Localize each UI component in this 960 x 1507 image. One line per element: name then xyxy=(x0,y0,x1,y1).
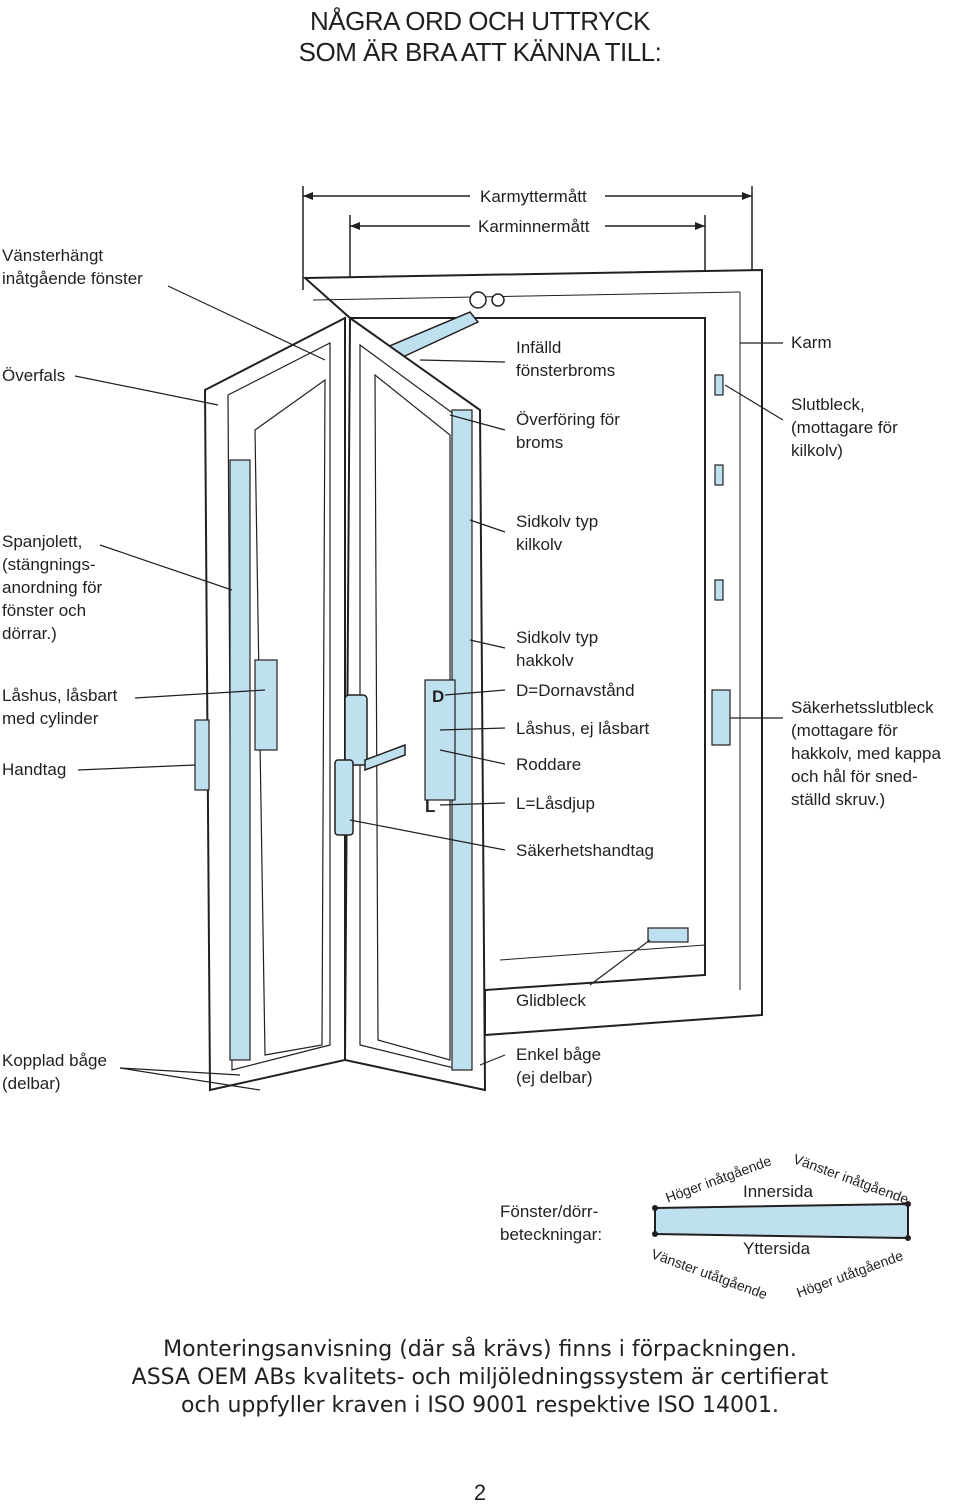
handle xyxy=(334,694,406,836)
label-spanjolett-2: (stängnings- xyxy=(2,555,96,574)
label-kopplad-2: (delbar) xyxy=(2,1074,61,1093)
label-vansterhangt-1: Vänsterhängt xyxy=(2,246,104,265)
legend-heading-1: Fönster/dörr- xyxy=(500,1202,599,1221)
window-diagram xyxy=(74,186,784,1092)
label-sakerhetsslutbleck-1: Säkerhetsslutbleck xyxy=(791,698,934,717)
label-kopplad-1: Kopplad båge xyxy=(2,1051,107,1070)
label-sidkolv-kil-1: Sidkolv typ xyxy=(516,512,599,531)
label-roddare: Roddare xyxy=(516,755,582,774)
label-karminnermatt: Karminnermått xyxy=(478,217,590,236)
label-karm: Karm xyxy=(791,333,832,352)
label-sakerhetsslutbleck-3: hakkolv, med kappa xyxy=(791,744,941,763)
page-title-line-2: SOM ÄR BRA ATT KÄNNA TILL: xyxy=(298,37,662,67)
label-lashus-ej: Låshus, ej låsbart xyxy=(516,719,650,738)
letter-d: D xyxy=(432,687,445,706)
label-spanjolett-3: anordning för xyxy=(2,578,103,597)
label-vansterhangt-2: inåtgående fönster xyxy=(2,269,143,288)
label-enkel-2: (ej delbar) xyxy=(516,1068,593,1087)
left-sash xyxy=(194,316,346,1092)
footer-line-1: Monteringsanvisning (där så krävs) finns… xyxy=(163,1337,797,1362)
right-sash xyxy=(343,316,487,1092)
label-spanjolett-4: fönster och xyxy=(2,601,87,620)
label-dornavstand: D=Dornavstånd xyxy=(516,681,635,700)
label-slutbleck-1: Slutbleck, xyxy=(791,395,865,414)
leader-lines xyxy=(74,285,784,1091)
label-sidkolv-hak-1: Sidkolv typ xyxy=(516,628,599,647)
label-sakerhetsslutbleck-4: och hål för sned- xyxy=(791,767,918,786)
label-sakerhetshandtag: Säkerhetshandtag xyxy=(516,841,654,860)
legend-bar xyxy=(652,1201,911,1241)
page-number: 2 xyxy=(473,1480,487,1505)
label-infalld-2: fönsterbroms xyxy=(516,361,616,380)
label-sakerhetsslutbleck-5: ställd skruv.) xyxy=(791,790,886,809)
legend-hoger-utat: Höger utåtgående xyxy=(794,1247,906,1301)
label-lashus-lasbart-1: Låshus, låsbart xyxy=(2,686,118,705)
label-infalld-1: Infälld xyxy=(516,338,562,357)
legend-heading-2: beteckningar: xyxy=(500,1225,603,1244)
label-spanjolett-1: Spanjolett, xyxy=(2,532,83,551)
label-lasdjup: L=Låsdjup xyxy=(516,794,595,813)
footer-line-2: ASSA OEM ABs kvalitets- och miljöledning… xyxy=(131,1365,829,1390)
label-slutbleck-2: (mottagare för xyxy=(791,418,898,437)
label-overforing-2: broms xyxy=(516,433,564,452)
label-slutbleck-3: kilkolv) xyxy=(791,441,843,460)
legend-innersida: Innersida xyxy=(743,1182,813,1201)
label-sidkolv-hak-2: hakkolv xyxy=(516,651,574,670)
dimension-arrows xyxy=(303,192,752,230)
label-enkel-1: Enkel båge xyxy=(516,1045,602,1064)
legend-yttersida: Yttersida xyxy=(743,1239,811,1258)
page-title-line-1: NÅGRA ORD OCH UTTRYCK xyxy=(309,6,651,36)
label-karmyttermatt: Karmyttermått xyxy=(480,187,587,206)
label-sidkolv-kil-2: kilkolv xyxy=(516,535,563,554)
footer-line-3: och uppfyller kraven i ISO 9001 respekti… xyxy=(181,1393,779,1418)
label-overfals: Överfals xyxy=(2,366,66,385)
label-lashus-lasbart-2: med cylinder xyxy=(2,709,99,728)
label-sakerhetsslutbleck-2: (mottagare för xyxy=(791,721,898,740)
label-spanjolett-5: dörrar.) xyxy=(2,624,57,643)
label-overforing-1: Överföring för xyxy=(516,410,620,429)
letter-l: L xyxy=(425,797,436,816)
label-glidbleck: Glidbleck xyxy=(516,991,586,1010)
brake-arm xyxy=(378,291,505,363)
label-handtag: Handtag xyxy=(2,760,67,779)
